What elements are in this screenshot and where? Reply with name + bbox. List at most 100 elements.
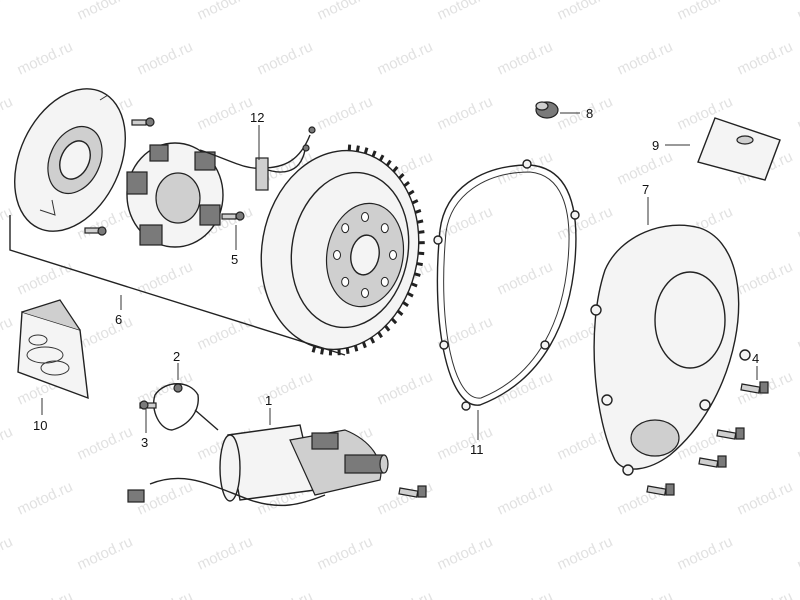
watermark-text: motod.ru	[795, 93, 800, 133]
watermark-text: motod.ru	[315, 93, 376, 133]
gear-tooth	[345, 347, 350, 354]
gear-tooth	[411, 199, 419, 205]
watermark-text: motod.ru	[195, 93, 256, 133]
watermark-text: motod.ru	[75, 533, 136, 573]
watermark-text: motod.ru	[0, 93, 15, 133]
flywheel-hole	[389, 250, 397, 260]
watermark-text: motod.ru	[255, 38, 316, 78]
callout-12: 12	[250, 110, 264, 125]
watermark-text: motod.ru	[0, 313, 15, 353]
gear-tooth	[414, 209, 422, 214]
watermark-text: motod.ru	[495, 588, 556, 600]
watermark-text: motod.ru	[15, 258, 76, 298]
watermark-text: motod.ru	[555, 0, 616, 24]
gear-tooth	[398, 173, 405, 180]
starter-clamp	[153, 383, 219, 431]
cover-bolt-1	[740, 381, 769, 394]
watermark-text: motod.ru	[195, 313, 256, 353]
cover-bolt-4	[646, 483, 675, 496]
watermark-text: motod.ru	[675, 533, 736, 573]
watermark-text: motod.ru	[435, 423, 496, 463]
watermark-text: motod.ru	[75, 313, 136, 353]
watermark-text: motod.ru	[15, 588, 76, 600]
flywheel-hole	[380, 276, 389, 287]
watermark-text: motod.ru	[795, 0, 800, 24]
gear-tooth	[363, 147, 369, 154]
clamp-screw	[139, 400, 157, 410]
watermark-text: motod.ru	[495, 478, 556, 518]
watermark-text: motod.ru	[495, 38, 556, 78]
watermark-text: motod.ru	[495, 368, 556, 408]
gasket-kit-bag	[17, 299, 89, 400]
screw-stator-coil	[221, 211, 245, 221]
watermark-text: motod.ru	[375, 368, 436, 408]
watermark-text: motod.ru	[675, 0, 736, 24]
side-cover	[590, 224, 751, 476]
watermark-text: motod.ru	[435, 0, 496, 24]
callout-5: 5	[231, 252, 238, 267]
starter-motor	[219, 424, 389, 502]
callout-4: 4	[752, 351, 759, 366]
watermark-text: motod.ru	[795, 313, 800, 353]
gear-tooth	[410, 282, 418, 288]
watermark-text: motod.ru	[255, 368, 316, 408]
group-bracket	[9, 215, 346, 356]
gear-tooth	[371, 150, 377, 158]
watermark-text: motod.ru	[555, 203, 616, 243]
gear-tooth	[390, 317, 398, 325]
cover-gasket	[433, 159, 580, 411]
watermark-text: motod.ru	[375, 38, 436, 78]
watermark-text: motod.ru	[435, 533, 496, 573]
flywheel-hole	[341, 223, 350, 234]
gear-tooth	[385, 159, 392, 167]
watermark-text: motod.ru	[75, 0, 136, 24]
gear-tooth	[353, 345, 359, 352]
stator-coil	[126, 142, 224, 248]
watermark-text: motod.ru	[315, 0, 376, 24]
watermark-text: motod.ru	[795, 423, 800, 463]
screw-stator-plate-bottom	[84, 226, 107, 236]
gear-tooth	[402, 301, 409, 308]
watermark-text: motod.ru	[0, 203, 15, 243]
watermark-text: motod.ru	[555, 533, 616, 573]
watermark-text: motod.ru	[735, 258, 796, 298]
gear-tooth	[403, 181, 410, 188]
flywheel-hole	[341, 276, 350, 287]
watermark-text: motod.ru	[435, 93, 496, 133]
watermark-text: motod.ru	[135, 588, 196, 600]
watermark-text: motod.ru	[795, 203, 800, 243]
screw-stator-plate-top	[131, 117, 155, 127]
watermark-text: motod.ru	[75, 423, 136, 463]
cover-bolt-2	[716, 427, 745, 440]
flywheel-hole	[361, 288, 369, 298]
watermark-text: motod.ru	[495, 258, 556, 298]
leader-lines	[41, 112, 758, 440]
flywheel-hole	[380, 223, 389, 234]
gear-tooth	[369, 336, 376, 344]
gear-tooth	[418, 230, 425, 234]
sealant-packet	[697, 117, 781, 181]
stator-base-plate	[13, 88, 127, 232]
callout-7: 7	[642, 182, 649, 197]
watermark-text: motod.ru	[0, 0, 15, 24]
gear-tooth	[416, 219, 424, 224]
gear-tooth	[406, 291, 414, 298]
gear-tooth	[414, 272, 421, 277]
watermark-text: motod.ru	[735, 588, 796, 600]
watermark-text: motod.ru	[15, 38, 76, 78]
gear-tooth	[320, 348, 325, 355]
watermark-text: motod.ru	[15, 478, 76, 518]
watermark-text: motod.ru	[375, 478, 436, 518]
watermark-text: motod.ru	[615, 38, 676, 78]
gear-tooth	[355, 145, 360, 152]
watermark-text: motod.ru	[195, 0, 256, 24]
watermark-text: motod.ru	[195, 533, 256, 573]
cover-bolt-3	[698, 455, 727, 468]
gear-tooth	[378, 154, 385, 162]
callout-11: 11	[470, 442, 484, 457]
flywheel-hole	[361, 212, 369, 222]
gear-tooth	[416, 262, 423, 267]
callout-10: 10	[33, 418, 47, 433]
callout-9: 9	[652, 138, 659, 153]
